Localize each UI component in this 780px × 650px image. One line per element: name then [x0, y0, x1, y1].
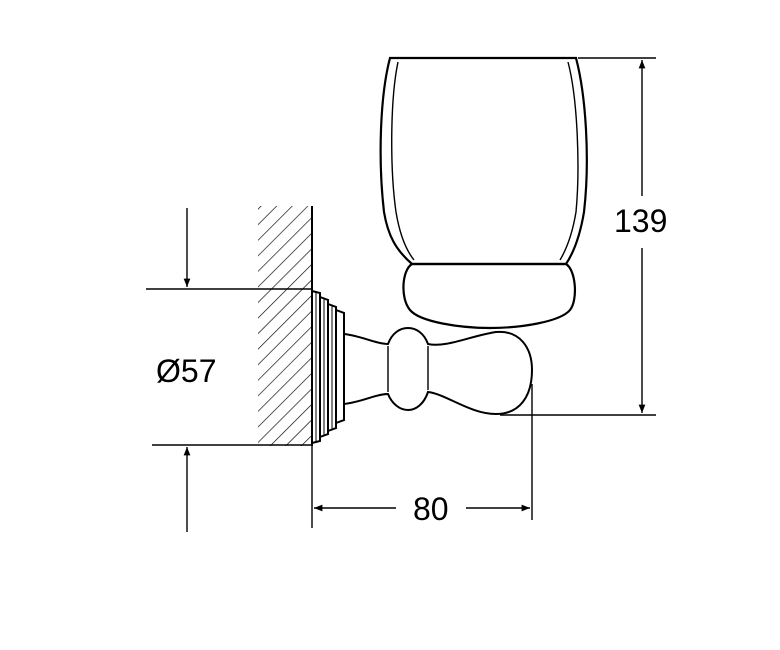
- glass-tumbler: [379, 56, 588, 266]
- depth-label: 80: [413, 491, 449, 527]
- holder-arm: [343, 326, 534, 416]
- height-label: 139: [614, 203, 667, 239]
- wall-rosette: [311, 290, 345, 444]
- wall: [258, 206, 313, 446]
- diameter-label: Ø57: [156, 353, 216, 389]
- diameter-dimension: Ø57: [146, 208, 312, 532]
- wall-hatching: [258, 206, 312, 446]
- cup-ring: [402, 262, 576, 330]
- height-dimension: 139: [500, 57, 667, 416]
- depth-dimension: 80: [311, 384, 533, 528]
